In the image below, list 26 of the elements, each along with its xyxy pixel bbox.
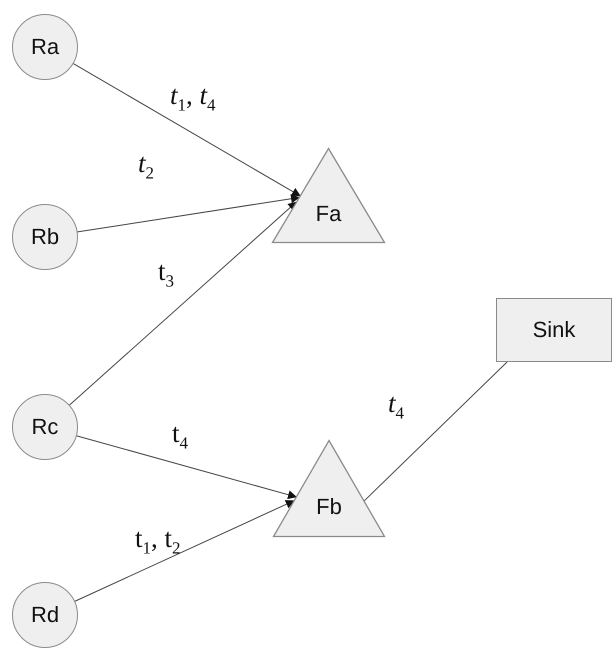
node-label: Fa — [316, 200, 342, 226]
circle-node — [12, 582, 78, 648]
node-label: Sink — [532, 317, 576, 343]
arrow — [76, 435, 297, 500]
node-label: Rb — [30, 224, 60, 250]
triangle-node — [273, 440, 385, 537]
edge-label: t$_{4}$ — [388, 390, 404, 422]
edge-label: t$_{2}$ — [138, 150, 154, 182]
edge-label: t$_{4}$ — [172, 420, 188, 452]
node-label: Rc — [32, 414, 58, 440]
circle-node — [12, 394, 78, 460]
connector-line — [364, 362, 508, 502]
rectangle-node — [496, 298, 612, 362]
circle-node — [12, 14, 78, 80]
arrow — [74, 500, 295, 602]
node-label: Ra — [30, 34, 60, 60]
edge-label: t$_{1}$, t$_{4}$ — [170, 82, 216, 114]
node-label: Rd — [30, 602, 60, 628]
node-label: Fb — [316, 494, 342, 520]
edge-label: t$_{3}$ — [158, 258, 174, 290]
edge-label: t$_{1}$, t$_{2}$ — [135, 525, 181, 556]
circle-node — [12, 204, 78, 270]
arrow — [69, 201, 298, 406]
arrow — [73, 63, 301, 196]
triangle-node — [272, 148, 385, 243]
arrow — [77, 194, 300, 232]
